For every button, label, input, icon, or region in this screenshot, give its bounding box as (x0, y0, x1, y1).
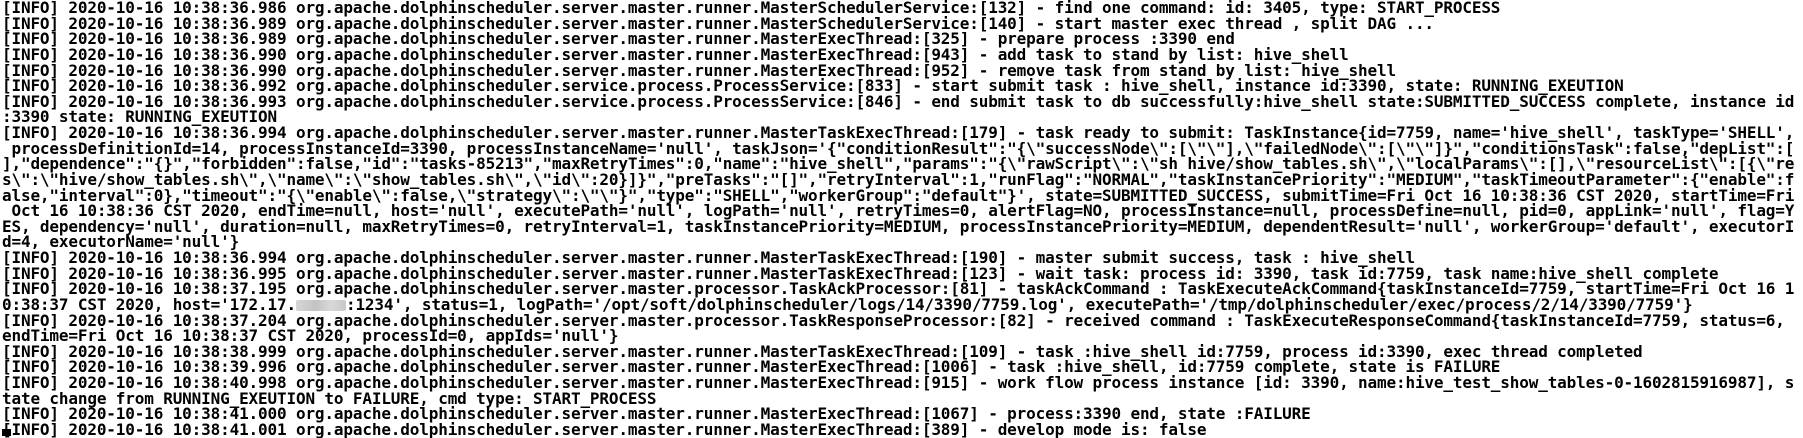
log-line: [INFO] 2020-10-16 10:38:36.989 org.apach… (2, 29, 1235, 49)
log-line: [INFO] 2020-10-16 10:38:38.999 org.apach… (2, 341, 1643, 361)
log-line: [INFO] 2020-10-16 10:38:41.001 org.apach… (2, 419, 1207, 438)
log-line: :3390 state: RUNNING_EXEUTION (2, 107, 278, 127)
log-line: [INFO] 2020-10-16 10:38:36.990 org.apach… (2, 60, 1396, 80)
log-line: [INFO] 2020-10-16 10:38:36.986 org.apach… (2, 0, 1501, 17)
log-line: ],"dependence":"{}","forbidden":false,"i… (2, 154, 1795, 174)
log-line: tate change from RUNNING_EXEUTION to FAI… (2, 388, 657, 408)
redacted-host-ip (295, 299, 346, 311)
log-line: d=4, executorName='null'} (2, 232, 240, 252)
log-line: processDefinitionId=14, processInstanceI… (2, 138, 1795, 158)
log-line: endTime=Fri Oct 16 10:38:37 CST 2020, pr… (2, 326, 619, 346)
log-line: [INFO] 2020-10-16 10:38:36.989 org.apach… (2, 13, 1434, 33)
log-line: [INFO] 2020-10-16 10:38:36.994 org.apach… (2, 123, 1795, 142)
log-line: [INFO] 2020-10-16 10:38:36.995 org.apach… (2, 263, 1719, 283)
log-line: s\":\"hive/show_tables.sh\",\"name\":\"s… (2, 169, 1795, 189)
log-line: [INFO] 2020-10-16 10:38:36.993 org.apach… (2, 91, 1795, 111)
log-line: [INFO] 2020-10-16 10:38:40.998 org.apach… (2, 373, 1795, 392)
log-line: [INFO] 2020-10-16 10:38:36.994 org.apach… (2, 248, 1415, 267)
text-cursor (2, 429, 11, 436)
log-line: ES, dependency='null', duration=null, ma… (2, 216, 1795, 236)
log-line: [INFO] 2020-10-16 10:38:36.992 org.apach… (2, 76, 1624, 96)
log-line: [INFO] 2020-10-16 10:38:36.990 org.apach… (2, 44, 1349, 64)
log-line: [INFO] 2020-10-16 10:38:37.195 org.apach… (2, 279, 1795, 299)
log-line: [INFO] 2020-10-16 10:38:41.000 org.apach… (2, 404, 1311, 424)
log-line: 0:38:37 CST 2020, host='172.17.:1234', s… (2, 294, 1693, 314)
log-line: [INFO] 2020-10-16 10:38:37.204 org.apach… (2, 310, 1785, 330)
log-line: [INFO] 2020-10-16 10:38:39.996 org.apach… (2, 357, 1501, 377)
log-line: Oct 16 10:38:36 CST 2020, endTime=null, … (2, 201, 1795, 221)
log-line: alse,"interval":0},"timeout":"{\"enable\… (2, 185, 1795, 205)
